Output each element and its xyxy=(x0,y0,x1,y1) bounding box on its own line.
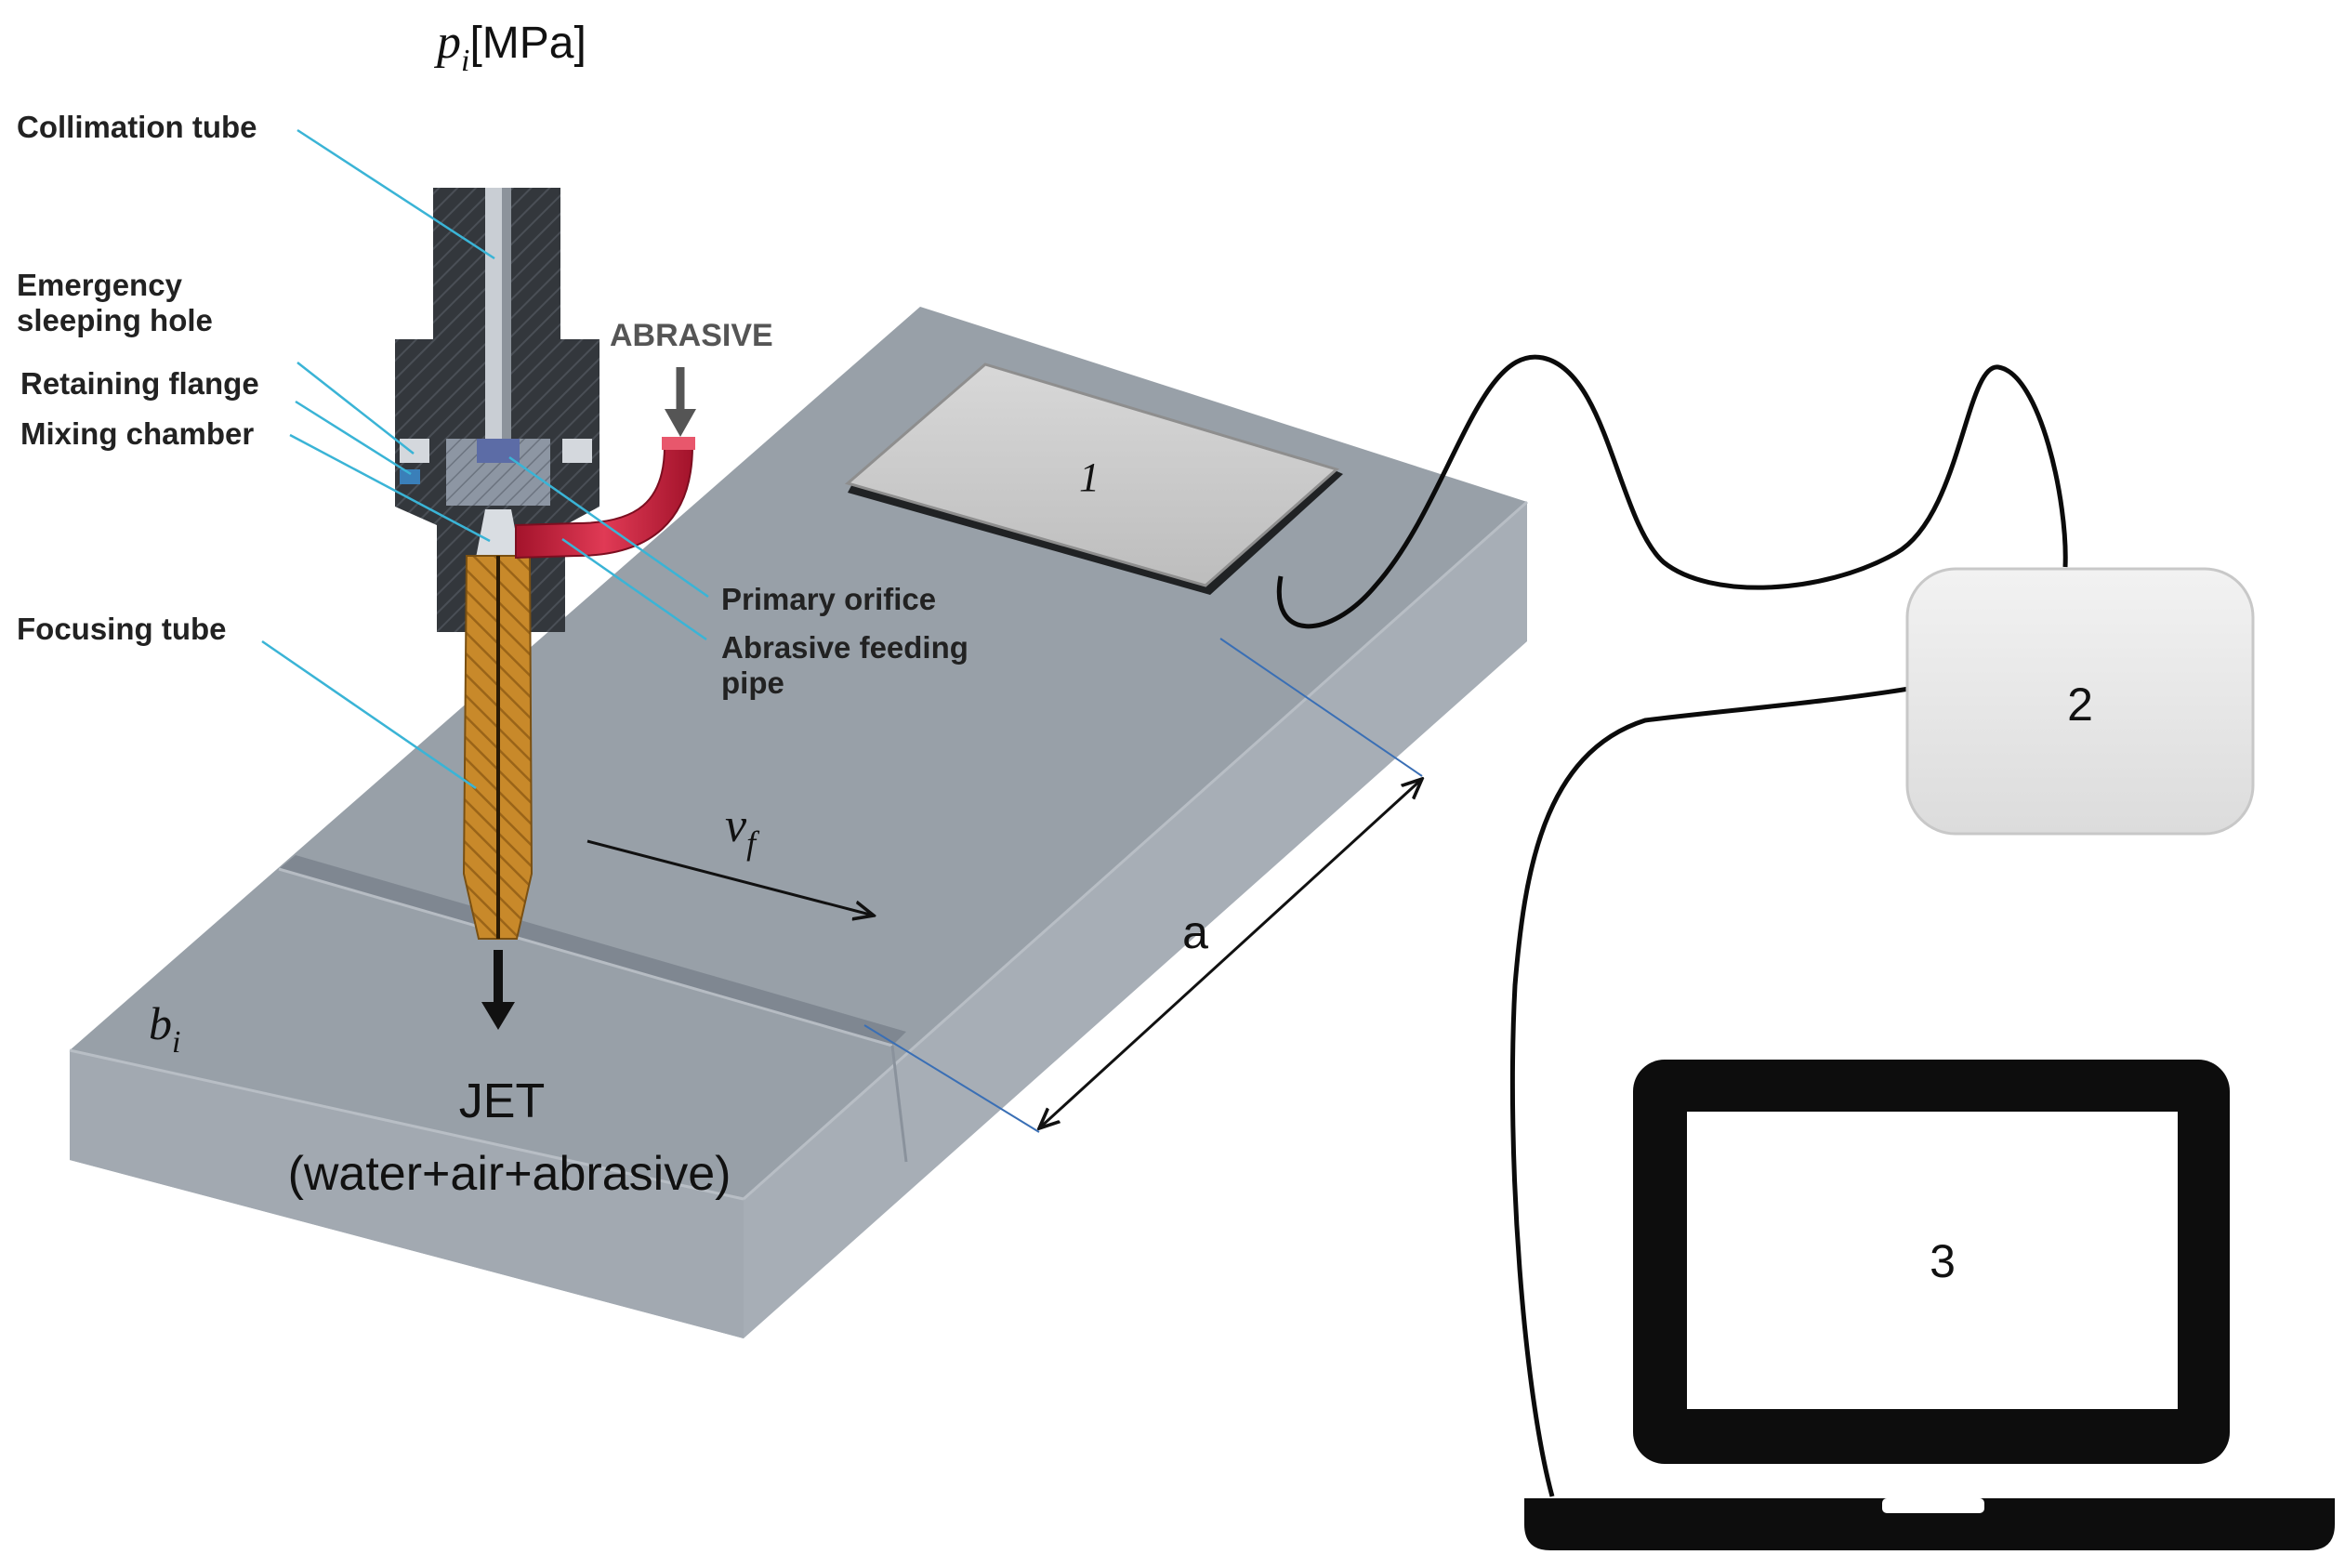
mixing-chamber xyxy=(476,509,520,558)
jet-label-line2: (water+air+abrasive) xyxy=(288,1147,731,1201)
workpiece-edge xyxy=(69,1048,744,1201)
computer-3: 3 xyxy=(1524,1060,2335,1550)
pressure-unit: [MPa] xyxy=(469,19,586,68)
primary-orifice-label: Primary orifice xyxy=(721,582,936,616)
workpiece-side-face xyxy=(70,502,1527,1338)
amplifier-box xyxy=(1905,567,2255,836)
collimation-bore-shade xyxy=(502,188,511,443)
leader-collimation-tube xyxy=(296,128,495,260)
focusing-tube-label: Focusing tube xyxy=(17,612,227,646)
extension-line xyxy=(863,1024,1040,1133)
cut-kerf-edge xyxy=(890,1045,908,1163)
feed-arrow xyxy=(586,839,874,916)
emergency-hole-label-line2: sleeping hole xyxy=(17,303,213,337)
feeding-pipe-label-line1: Abrasive feeding xyxy=(721,630,968,665)
laptop-base xyxy=(1524,1498,2335,1550)
leader-focusing-tube xyxy=(261,639,477,790)
cables xyxy=(1276,354,2068,1497)
emergency-hole-right xyxy=(562,439,592,463)
amplifier-number: 2 xyxy=(2067,679,2093,731)
leader-primary-orifice xyxy=(508,455,709,599)
leader-retaining-flange xyxy=(295,400,412,476)
leader-feeding-pipe xyxy=(561,537,707,641)
dimension-a: a xyxy=(863,638,1423,1133)
abrasive-label: ABRASIVE xyxy=(610,318,773,353)
mixing-chamber-label: Mixing chamber xyxy=(20,416,254,451)
cable-sensor-to-amplifier xyxy=(1276,354,2068,629)
laptop-screen xyxy=(1687,1112,2178,1409)
amplifier-2: 2 xyxy=(1905,567,2255,836)
feeding-pipe-label-line2: pipe xyxy=(721,665,784,700)
collimation-tube-label: Collimation tube xyxy=(17,110,257,144)
workpiece-end-face xyxy=(70,1050,744,1338)
jet-label-line1: JET xyxy=(459,1074,545,1128)
emergency-hole-lower xyxy=(400,469,420,484)
retaining-flange-label: Retaining flange xyxy=(20,366,259,401)
width-subscript: i xyxy=(172,1025,180,1060)
abrasive-feed-pipe xyxy=(515,445,694,560)
jet-arrow-head xyxy=(481,1002,515,1030)
sensor-number: 1 xyxy=(1079,455,1100,500)
cable-amplifier-to-computer xyxy=(1509,685,1916,1497)
extension-line xyxy=(1219,638,1423,777)
feed-direction: vf xyxy=(586,799,874,916)
cut-kerf-edge xyxy=(278,867,893,1048)
pressure-subscript: i xyxy=(461,44,469,78)
pressure-symbol: p xyxy=(433,16,461,69)
abrasive-arrow-head xyxy=(665,409,696,437)
emergency-hole-left xyxy=(400,439,429,463)
leader-emergency-hole xyxy=(296,362,415,455)
emergency-hole-label-line1: Emergency xyxy=(17,268,183,302)
feed-rate-symbol: v xyxy=(725,799,747,852)
nozzle-assembly xyxy=(395,188,696,1030)
leader-lines xyxy=(261,128,709,790)
sensor-1: 1 xyxy=(844,362,1343,595)
pipe-inlet-ring xyxy=(662,437,695,450)
cut-kerf-groove xyxy=(279,855,906,1046)
pressure-label: pi[MPa] xyxy=(433,16,586,78)
dimension-arrow xyxy=(1039,779,1422,1128)
laptop-hinge-notch xyxy=(1882,1498,1984,1513)
leader-mixing-chamber xyxy=(289,433,491,543)
computer-number: 3 xyxy=(1930,1235,1956,1287)
sensor-body xyxy=(844,362,1340,587)
width-label: bi xyxy=(149,997,180,1060)
width-symbol: b xyxy=(149,997,172,1049)
dimension-a-label: a xyxy=(1182,906,1208,958)
